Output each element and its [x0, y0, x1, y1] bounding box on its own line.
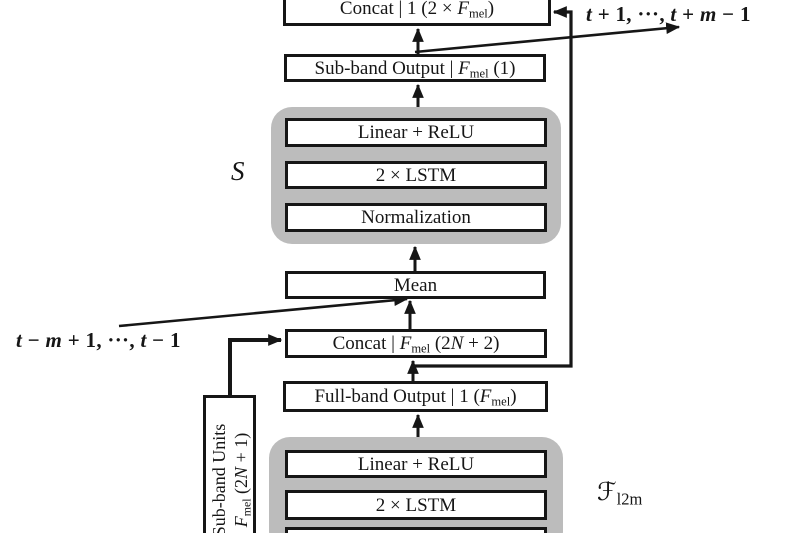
subband-normalization-box: Normalization — [285, 203, 547, 232]
mean-box: Mean — [285, 271, 546, 299]
fullband-cutoff-box — [285, 527, 547, 533]
subband-model-symbol: S — [231, 156, 245, 186]
subband-linear-relu-label: Linear + ReLU — [357, 122, 475, 143]
wire-subband-output-to-future-frames — [414, 22, 681, 54]
subband-lstm-label: 2 × LSTM — [375, 164, 457, 186]
subband-normalization-label: Normalization — [361, 207, 471, 228]
wire-fullband-to-concat-top — [413, 6, 573, 368]
concat-top-box: Concat | 1 (2 × Fmel) — [283, 0, 551, 26]
fullband-linear-relu-box: Linear + ReLU — [285, 450, 547, 478]
concat-mid-box: Concat | Fmel (2N + 2) — [285, 329, 547, 358]
subband-units-box: Sub-band Units Fmel (2N + 1) — [203, 395, 256, 533]
past-frames-label: t − m + 1, ···, t − 1 — [16, 328, 181, 352]
concat-mid-label: Concat | Fmel (2N + 2) — [332, 333, 500, 356]
subband-units-rotated-text: Sub-band Units Fmel (2N + 1) — [205, 394, 255, 533]
fullband-output-label: Full-band Output | 1 (Fmel) — [314, 386, 517, 409]
mean-label: Mean — [393, 274, 438, 296]
subband-units-line1: Sub-band Units — [208, 424, 228, 533]
subband-output-label: Sub-band Output | Fmel (1) — [314, 57, 516, 80]
concat-top-label: Concat | 1 (2 × Fmel) — [339, 0, 495, 21]
subband-lstm-box: 2 × LSTM — [285, 161, 547, 189]
wire-subband-units-to-concat-mid — [228, 334, 283, 395]
fullband-lstm-label: 2 × LSTM — [375, 494, 457, 516]
subband-linear-relu-box: Linear + ReLU — [285, 118, 547, 147]
fullband-lstm-box: 2 × LSTM — [285, 490, 547, 520]
subband-units-line2: Fmel (2N + 1) — [230, 433, 253, 528]
fullband-output-box: Full-band Output | 1 (Fmel) — [283, 381, 548, 412]
fullband-linear-relu-label: Linear + ReLU — [357, 453, 475, 475]
wire-past-frames-to-mean — [118, 294, 409, 328]
future-frames-label: t + 1, ···, t + m − 1 — [586, 2, 751, 26]
subband-output-box: Sub-band Output | Fmel (1) — [284, 54, 546, 82]
fullband-model-symbol: ℱl2m — [597, 479, 643, 509]
